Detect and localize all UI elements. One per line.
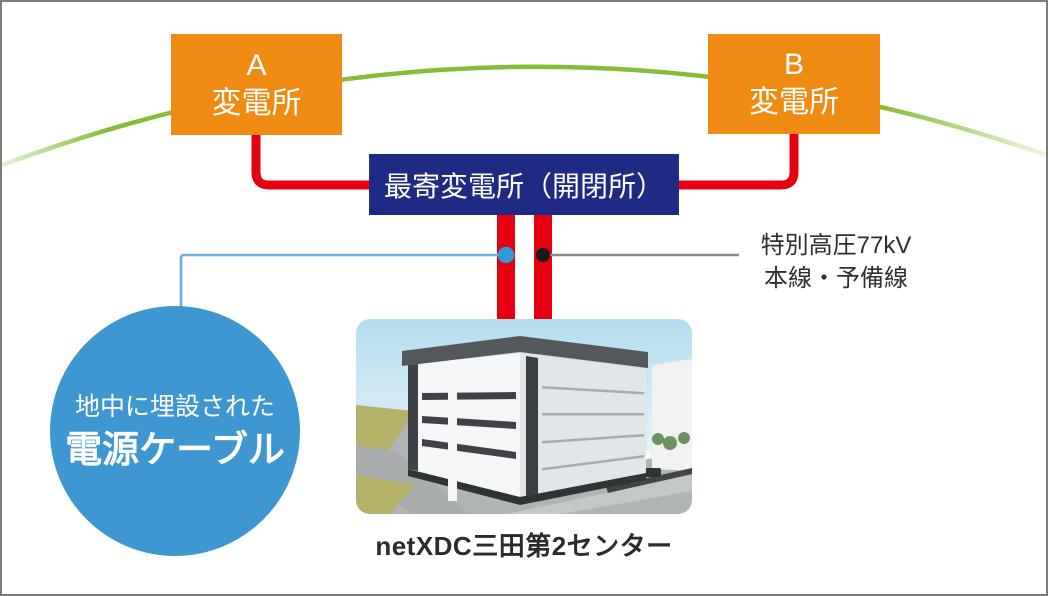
tree [678, 432, 690, 444]
road-left [356, 445, 468, 514]
background-building [652, 359, 692, 471]
window-strip [422, 416, 516, 429]
facade-slot-column-right [526, 356, 538, 496]
red-line-substation-a [251, 128, 372, 190]
hv-junction-dot [536, 248, 550, 262]
hv-line-label-line1: 特別高圧77kV [760, 232, 912, 259]
substation-b-box: B 変電所 [708, 34, 880, 134]
substation-a-line2: 変電所 [211, 86, 302, 120]
red-feed-reserve-line [534, 213, 552, 321]
underground-cable-bubble: 地中に埋設された 電源ケーブル [50, 306, 300, 556]
datacenter-image [356, 319, 692, 514]
red-feed-main-line [497, 213, 515, 321]
grass-lower [356, 475, 416, 514]
grass-upper [356, 405, 414, 457]
underground-cable-line2: 電源ケーブル [65, 428, 285, 470]
tree [663, 436, 677, 450]
facade-line [542, 413, 644, 416]
facade-line [542, 455, 644, 471]
switching-station-label: 最寄変電所（開閉所） [383, 170, 664, 202]
facade-line [542, 434, 644, 444]
building-right-facade [520, 353, 646, 497]
facade-panel-divider [448, 357, 457, 501]
truck [643, 468, 661, 477]
facade-slot-column-left [408, 364, 418, 471]
datacenter-caption: netXDC三田第2センター [375, 531, 673, 561]
substation-a-line1: A [246, 48, 267, 82]
hv-line-label: 特別高圧77kV 本線・予備線 [735, 229, 937, 295]
datacenter-illustration [356, 319, 692, 514]
underground-cable-junction-dot [497, 246, 515, 264]
switching-station-box: 最寄変電所（開閉所） [369, 154, 679, 215]
substation-b-line2: 変電所 [749, 86, 839, 119]
facade-line [542, 386, 644, 395]
window-strip [422, 439, 516, 459]
red-line-substation-b [676, 128, 799, 190]
substation-a-box: A 変電所 [171, 34, 342, 135]
power-grid-arc-line [2, 64, 1046, 168]
road-right [506, 475, 692, 514]
hedge [606, 468, 692, 493]
underground-cable-line1: 地中に埋設された [74, 392, 275, 421]
window-strip [422, 392, 516, 400]
roof-band [402, 336, 648, 368]
underground-cable-line [179, 253, 506, 317]
hv-line-label-line2: 本線・予備線 [764, 265, 908, 292]
tree [652, 433, 664, 445]
substation-b-line1: B [783, 48, 804, 81]
